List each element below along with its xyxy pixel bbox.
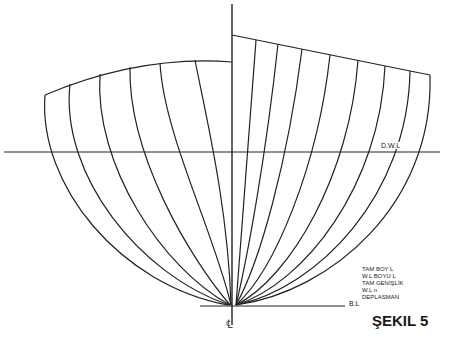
centerline-symbol: ℄ xyxy=(226,318,233,330)
table-note: W.L n xyxy=(362,287,377,293)
hull-lines xyxy=(4,4,440,325)
table-note: TAM GENİŞLİK xyxy=(362,280,404,286)
baseline-label: B.L xyxy=(348,300,361,307)
waterline-label: D.W.L xyxy=(380,142,401,149)
table-note: TAM BOY L xyxy=(362,266,393,272)
table-note: DEPLASMAN xyxy=(362,294,399,300)
table-note: W.L BOYU L xyxy=(362,273,396,279)
figure-caption: ŞEKIL 5 xyxy=(372,313,428,328)
